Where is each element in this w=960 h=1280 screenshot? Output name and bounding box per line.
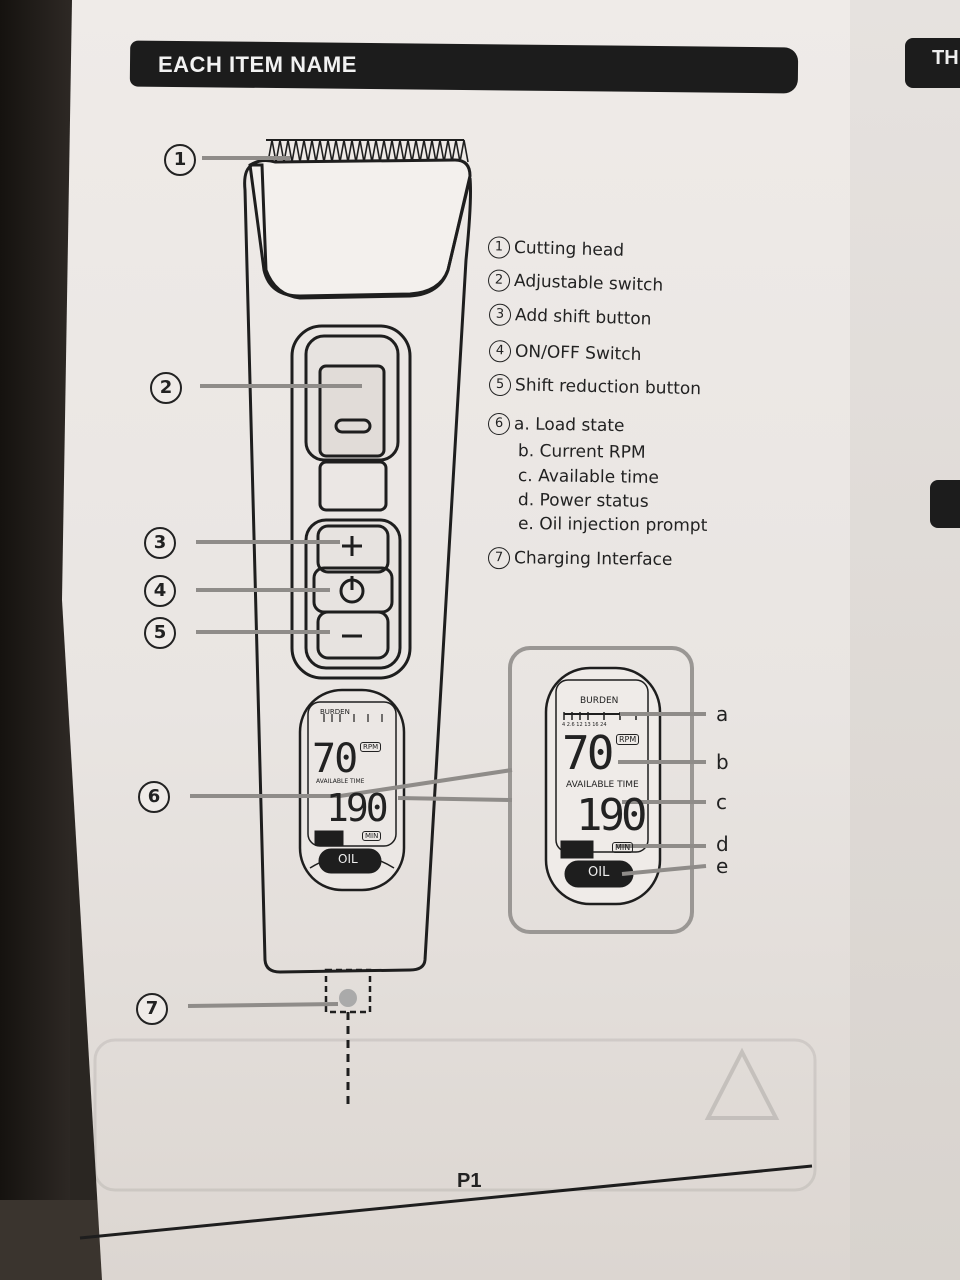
charging-interface: [324, 968, 372, 1014]
callout-4: 4: [144, 575, 176, 607]
detail-letter-b: b: [716, 750, 729, 774]
detail-rpm-unit: RPM: [616, 734, 640, 745]
callout-2: 2: [150, 372, 182, 404]
detail-rpm-value: 70: [562, 726, 614, 780]
detail-letter-d: d: [716, 832, 729, 856]
detail-scale-ticks: 4 2.6 12 13 16 24: [562, 722, 607, 728]
legend-number: 4: [488, 340, 512, 363]
legend-label: Cutting head: [513, 237, 625, 261]
legend-sub-c: c. Available time: [517, 466, 660, 488]
legend-number: 5: [488, 373, 512, 397]
body-time-label: AVAILABLE TIME: [316, 778, 365, 785]
page-number: P1: [457, 1170, 482, 1192]
callout-5: 5: [144, 617, 176, 649]
background-left: [0, 0, 70, 1280]
body-time-unit: MIN: [362, 831, 382, 841]
legend-number: 1: [487, 236, 511, 259]
body-burden-label: BURDEN: [320, 708, 350, 716]
cutting-head: [248, 158, 472, 298]
detail-letter-a: a: [716, 702, 729, 726]
callout-6: 6: [138, 781, 170, 813]
legend-number: 3: [488, 303, 512, 327]
body-oil-label: OIL: [338, 852, 358, 866]
detail-letter-e: e: [716, 854, 729, 878]
section-title: EACH ITEM NAME: [158, 52, 357, 77]
next-page-header-bar: [905, 38, 960, 88]
clipper-body: [243, 163, 472, 974]
legend-label: a. Load state: [513, 414, 625, 437]
body-rpm-value: 70: [312, 736, 358, 782]
blade-comb: [267, 139, 469, 163]
legend-number: 2: [487, 269, 511, 292]
legend-sub-b: b. Current RPM: [517, 441, 646, 463]
legend-label: Adjustable switch: [513, 271, 664, 296]
legend-label: Charging Interface: [513, 548, 673, 570]
detail-box: [508, 646, 694, 934]
legend-label: ON/OFF Switch: [514, 341, 642, 365]
detail-time-label: AVAILABLE TIME: [566, 780, 639, 790]
next-page-header-text: TH: [932, 47, 959, 69]
legend-sub-e: e. Oil injection prompt: [517, 514, 708, 536]
callout-7: 7: [136, 993, 168, 1025]
body-rpm-unit: RPM: [360, 742, 382, 752]
legend-number: 7: [487, 547, 511, 570]
footer-rule: [79, 1164, 813, 1240]
detail-letter-c: c: [716, 790, 727, 814]
next-page-marker: [930, 480, 960, 528]
next-page-edge: [850, 0, 960, 1280]
legend-label: Shift reduction button: [514, 375, 702, 400]
detail-burden-label: BURDEN: [580, 696, 619, 706]
legend-label: Add shift button: [514, 305, 652, 330]
detail-time-value: 190: [576, 790, 648, 841]
switch-lower: [318, 460, 388, 512]
callout-3: 3: [144, 527, 176, 559]
legend-sub-d: d. Power status: [517, 490, 649, 512]
legend-number: 6: [487, 412, 511, 436]
callout-1: 1: [164, 144, 196, 176]
detail-time-unit: MIN: [612, 842, 634, 853]
switch-slider: [318, 364, 386, 458]
detail-oil-label: OIL: [588, 865, 610, 880]
body-time-value: 190: [326, 786, 389, 830]
